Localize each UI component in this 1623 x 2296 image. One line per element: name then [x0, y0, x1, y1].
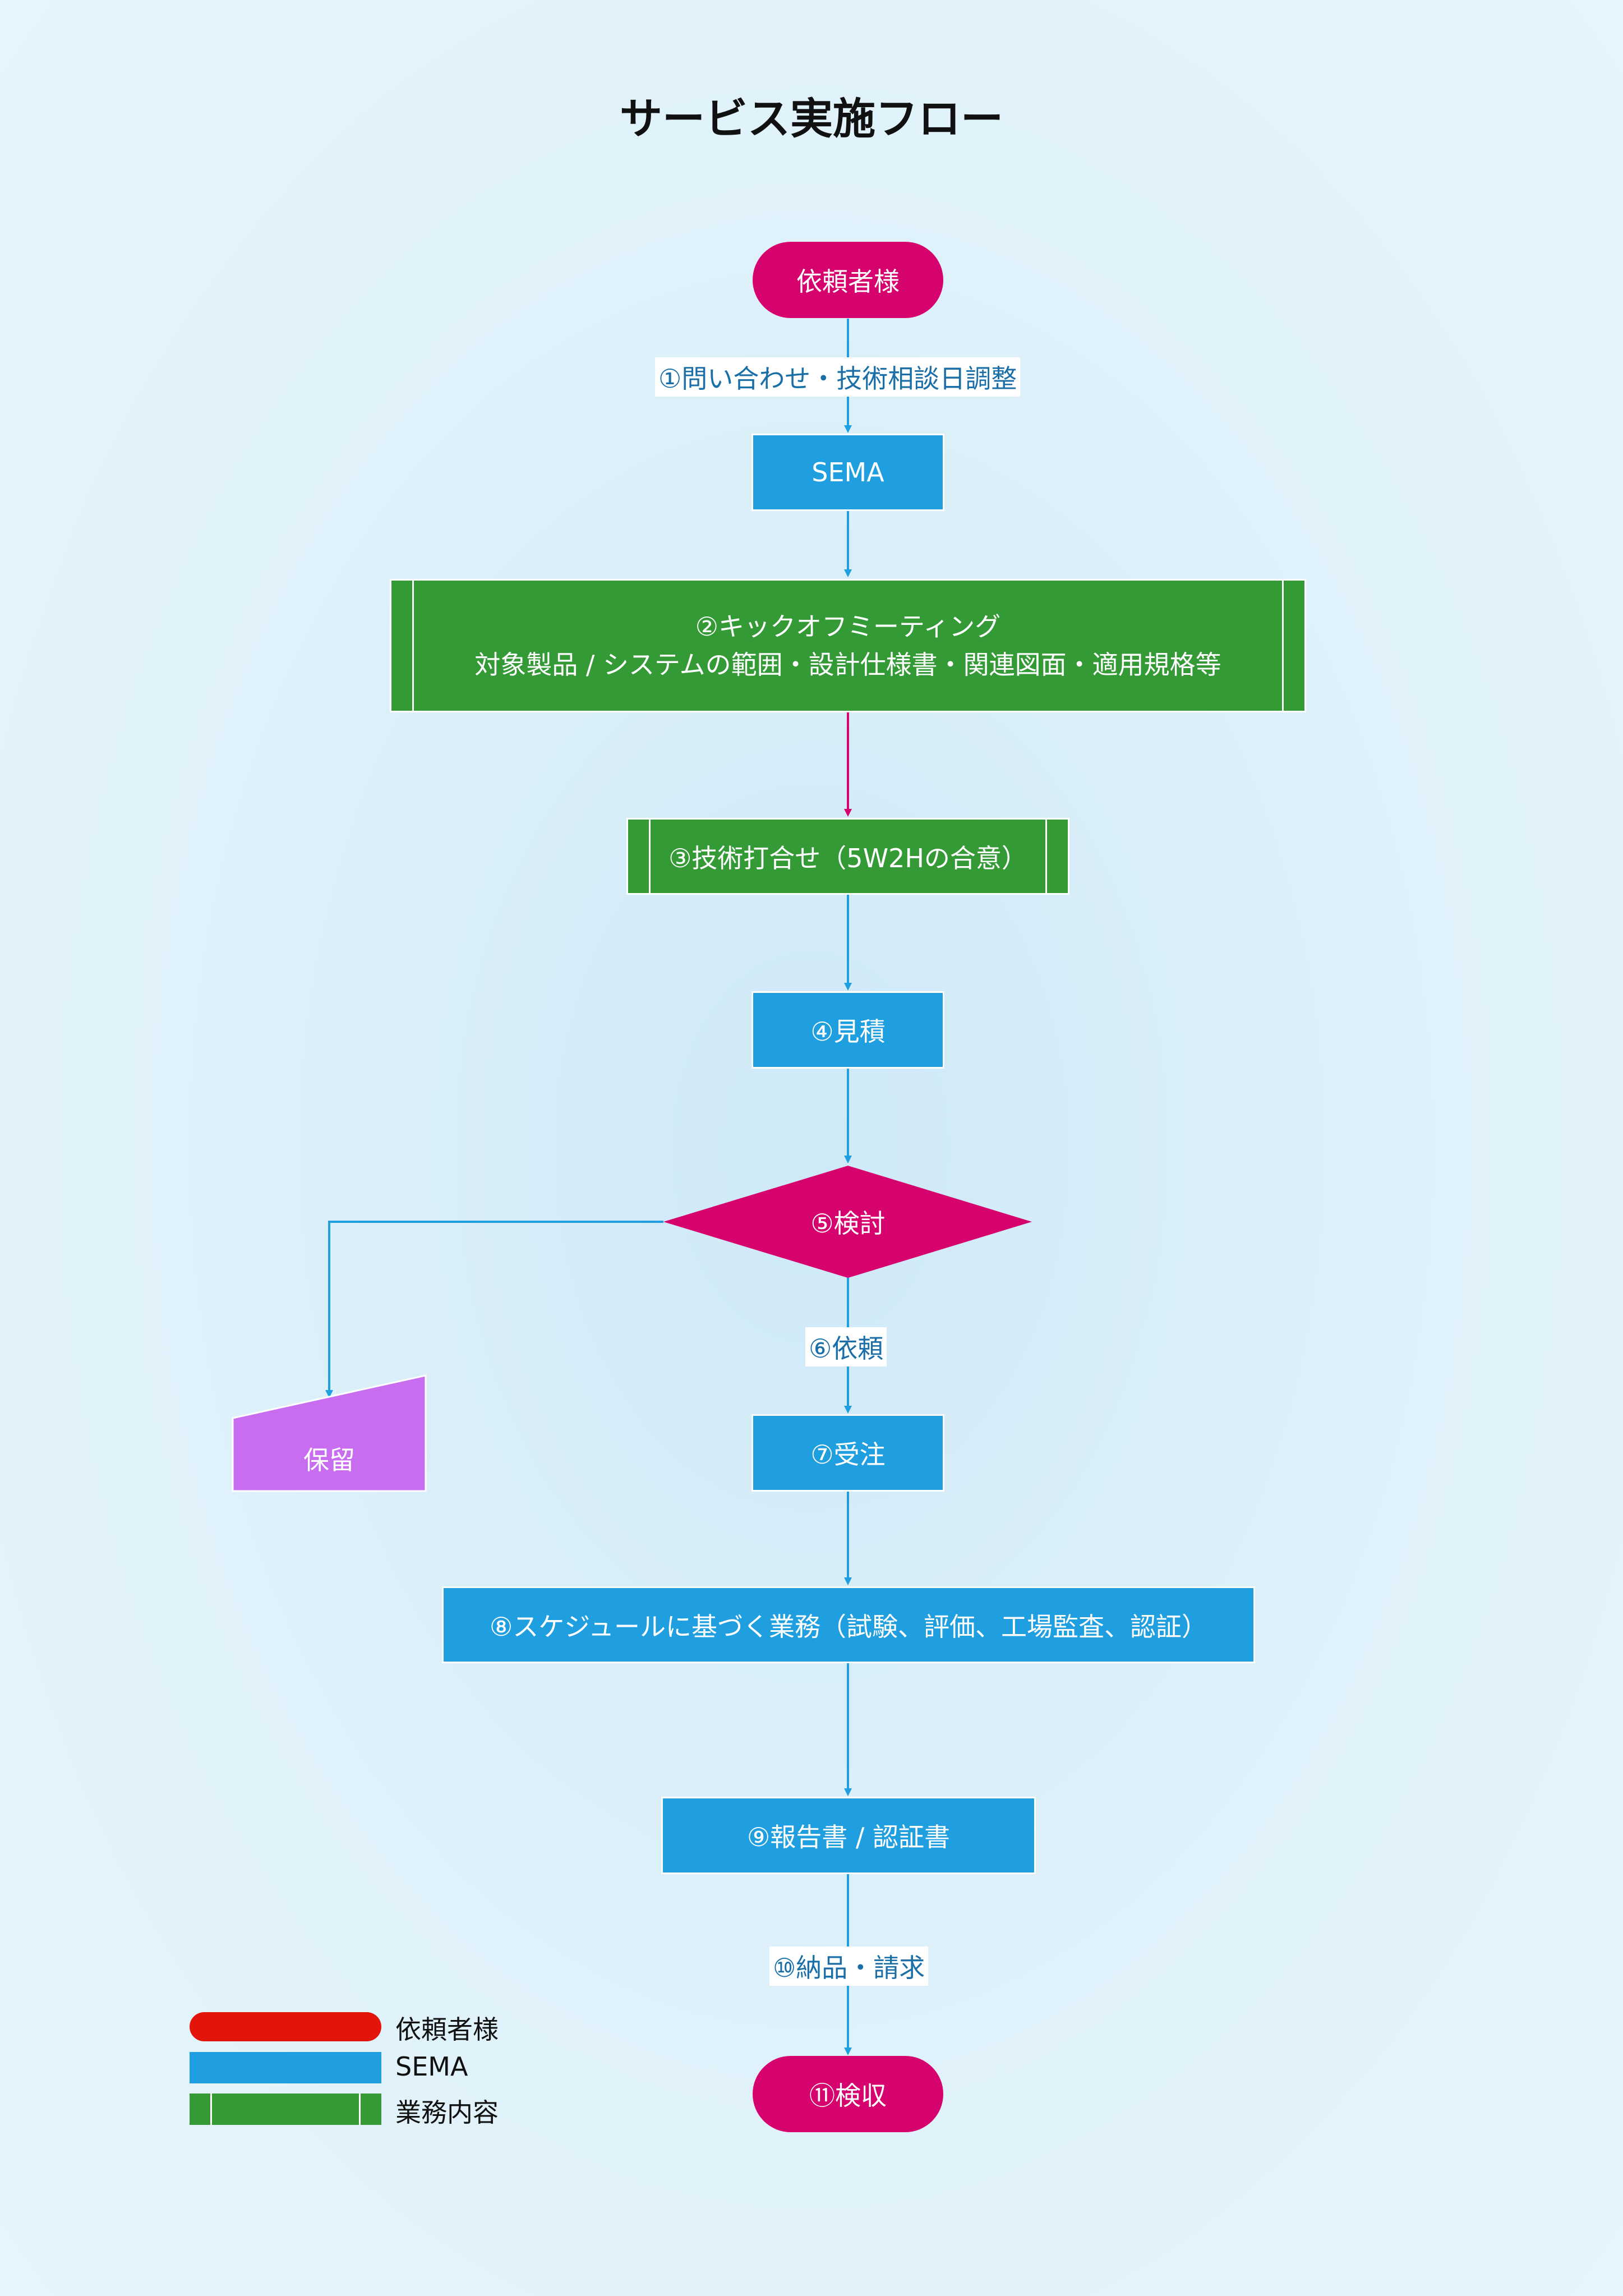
work-node: ⑧スケジュールに基づく業務（試験、評価、工場監査、認証）	[442, 1586, 1255, 1663]
legend-work-label: 業務内容	[395, 2097, 499, 2128]
kickoff-detail: 対象製品 / システムの範囲・設計仕様書・関連図面・適用規格等	[474, 650, 1221, 680]
inquiry-edge-label: ①問い合わせ・技術相談日調整	[655, 357, 1021, 397]
page-title: サービス実施フロー	[620, 94, 1003, 144]
legend-sema-swatch	[190, 2052, 381, 2083]
legend-client-swatch	[190, 2012, 381, 2041]
legend-sema-label: SEMA	[395, 2051, 468, 2082]
kickoff-node: ②キックオフミーティング 対象製品 / システムの範囲・設計仕様書・関連図面・適…	[390, 579, 1306, 712]
arrow-review-to-hold	[325, 1221, 663, 1398]
kickoff-title: ②キックオフミーティング	[695, 611, 1001, 642]
legend-client-label: 依頼者様	[395, 2014, 499, 2045]
acceptance-node: ⑪検収	[753, 2056, 943, 2132]
estimate-node: ④見積	[751, 991, 944, 1069]
request-edge-label: ⑥依頼	[805, 1327, 887, 1366]
delivery-edge-label: ⑩納品・請求	[769, 1947, 929, 1986]
review-diamond-shape	[663, 1166, 1032, 1278]
legend-work-swatch	[190, 2093, 381, 2125]
order-node: ⑦受注	[751, 1414, 944, 1492]
client-node: 依頼者様	[753, 242, 943, 318]
tech-meeting-node: ③技術打合せ（5W2Hの合意）	[626, 818, 1069, 895]
hold-node-label: 保留	[303, 1445, 355, 1475]
report-node: ⑨報告書 / 認証書	[661, 1797, 1036, 1874]
review-node-label: ⑤検討	[810, 1208, 886, 1239]
sema-node: SEMA	[751, 434, 944, 511]
hold-shape	[232, 1374, 427, 1492]
